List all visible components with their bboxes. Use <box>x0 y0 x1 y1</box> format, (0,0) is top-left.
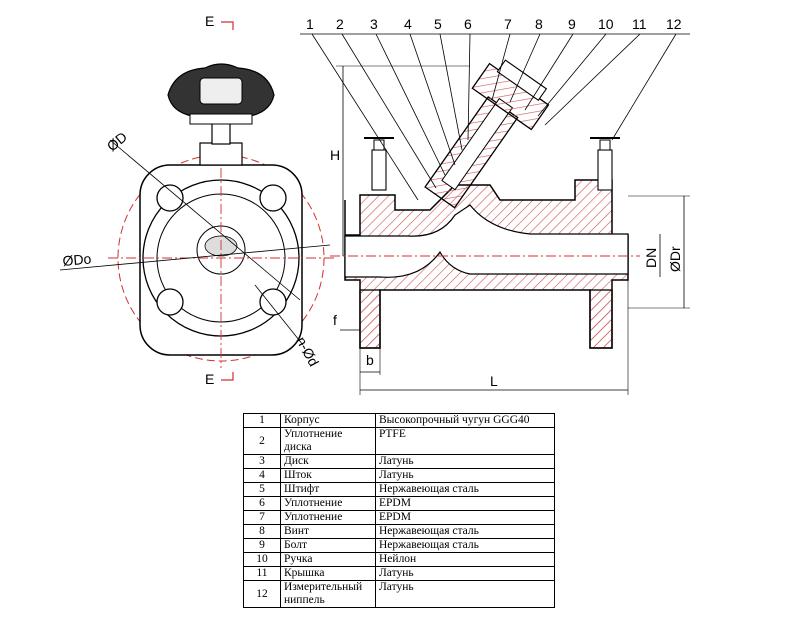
part-material: EPDM <box>375 496 555 511</box>
part-number: 12 <box>243 580 281 608</box>
nipple-left-icon <box>364 137 394 191</box>
part-number: 6 <box>243 496 281 511</box>
part-material: Нержавеющая сталь <box>375 524 555 539</box>
callout-11: 11 <box>632 16 647 32</box>
dim-H: H <box>330 147 340 163</box>
callout-10: 10 <box>598 16 614 32</box>
dim-Dr: ØDr <box>667 246 683 272</box>
part-number: 5 <box>243 482 281 497</box>
callout-1: 1 <box>306 16 314 32</box>
section-label-bottom: E <box>205 371 214 387</box>
part-material: EPDM <box>375 510 555 525</box>
part-number: 2 <box>243 427 281 455</box>
part-number: 11 <box>243 566 281 581</box>
callout-6: 6 <box>464 16 472 32</box>
dim-D: ØD <box>104 129 130 155</box>
stem-assembly <box>424 59 550 209</box>
dim-L: L <box>490 373 498 389</box>
part-material: Латунь <box>375 454 555 469</box>
bolt-hole-icon <box>156 288 184 316</box>
dim-nd: n-Ød <box>293 334 322 369</box>
dim-b: b <box>366 352 374 368</box>
part-name: Ручка <box>280 552 376 567</box>
part-name: Крышка <box>280 566 376 581</box>
part-material: Латунь <box>375 566 555 581</box>
part-number: 8 <box>243 524 281 539</box>
part-name: Корпус <box>280 413 376 428</box>
callout-8: 8 <box>535 16 543 32</box>
part-name: Диск <box>280 454 376 469</box>
callout-4: 4 <box>404 16 412 32</box>
bonnet-icon <box>199 142 243 166</box>
callout-7: 7 <box>504 16 512 32</box>
part-number: 9 <box>243 538 281 553</box>
part-material: Латунь <box>375 580 555 608</box>
part-material: Нержавеющая сталь <box>375 482 555 497</box>
part-name: Штифт <box>280 482 376 497</box>
callout-12: 12 <box>666 16 682 32</box>
section-view: 1 2 3 4 5 6 7 8 9 10 11 12 H DN ØDr f b <box>300 16 690 395</box>
callout-5: 5 <box>434 16 442 32</box>
bolt-hole-icon <box>156 184 184 212</box>
dim-DN: DN <box>643 248 659 268</box>
dim-f: f <box>333 312 337 328</box>
bolt-hole-icon <box>259 184 287 212</box>
part-name: Шток <box>280 468 376 483</box>
part-material: PTFE <box>375 427 555 455</box>
part-number: 10 <box>243 552 281 567</box>
part-material: Нейлон <box>375 552 555 567</box>
valve-drawing: E E ØD ØDo n-Ød <box>59 13 690 395</box>
callout-9: 9 <box>568 16 576 32</box>
end-view: E E ØD ØDo n-Ød <box>59 13 334 387</box>
part-material: Нержавеющая сталь <box>375 538 555 553</box>
callout-2: 2 <box>336 16 344 32</box>
part-number: 3 <box>243 454 281 469</box>
part-name: Винт <box>280 524 376 539</box>
section-label-top: E <box>205 13 214 29</box>
part-number: 4 <box>243 468 281 483</box>
part-number: 7 <box>243 510 281 525</box>
part-material: Высокопрочный чугун GGG40 <box>375 413 555 428</box>
nipple-right-icon <box>590 137 620 191</box>
part-name: Уплотнение <box>280 510 376 525</box>
part-number: 1 <box>243 413 281 428</box>
part-material: Латунь <box>375 468 555 483</box>
dim-Do: ØDo <box>62 251 92 269</box>
part-name: Уплотнение диска <box>280 427 376 455</box>
callout-3: 3 <box>370 16 378 32</box>
part-name: Измерительный ниппель <box>280 580 376 608</box>
part-name: Болт <box>280 538 376 553</box>
bolt-hole-icon <box>259 288 287 316</box>
part-name: Уплотнение <box>280 496 376 511</box>
